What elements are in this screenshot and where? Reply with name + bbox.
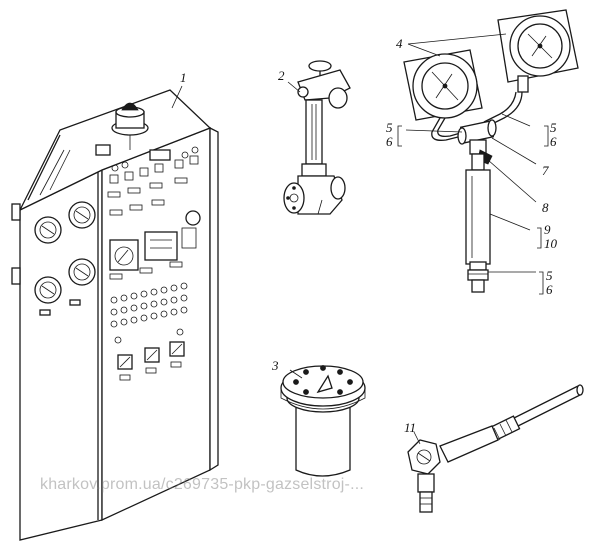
callout-9: 9	[544, 222, 551, 237]
callout-1: 1	[180, 70, 187, 85]
callout-6-right: 6	[550, 134, 557, 149]
watermark: kharkov.prom.ua/c269735-pkp-gazselstroj-…	[40, 476, 365, 493]
callout-2: 2	[278, 68, 285, 83]
gauge-left-lower-2	[68, 258, 96, 286]
callout-10: 10	[544, 236, 558, 251]
callout-8: 8	[542, 200, 549, 215]
cylindrical-filter-tank	[280, 365, 366, 477]
callout-3: 3	[271, 358, 279, 373]
pressure-gauge-assembly	[397, 9, 579, 295]
callout-4: 4	[396, 36, 403, 51]
panel-indicators	[95, 144, 201, 381]
callout-5-right: 5	[550, 120, 557, 135]
level-indicator-valve	[283, 60, 351, 215]
temperature-sensor-probe	[407, 384, 584, 513]
callout-7: 7	[542, 163, 549, 178]
callout-11: 11	[404, 420, 416, 435]
pressure-gauge-right	[497, 9, 579, 93]
callout-6-left: 6	[386, 134, 393, 149]
control-panel-cabinet	[11, 85, 219, 541]
tee-fitting	[457, 119, 497, 165]
beacon-lamp	[111, 102, 149, 150]
callout-5-left: 5	[386, 120, 393, 135]
pressure-gauge-left	[403, 49, 483, 121]
gauge-left-upper-2	[68, 201, 96, 229]
gauge-left-lower-1	[34, 276, 62, 304]
callout-5-lower: 5	[546, 268, 553, 283]
callout-6-lower: 6	[546, 282, 553, 297]
gauge-left-upper-1	[34, 216, 62, 244]
